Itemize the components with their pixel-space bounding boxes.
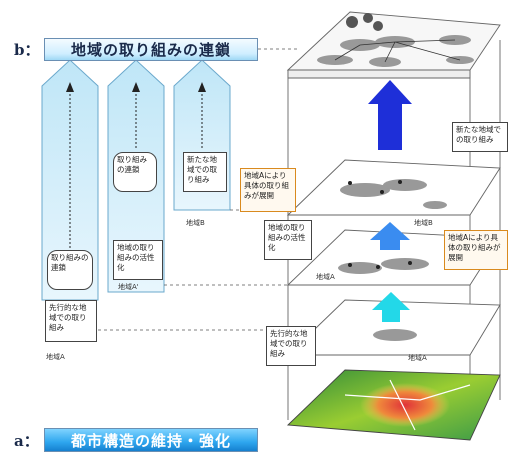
top-banner-title: 地域の取り組みの連鎖: [70, 41, 231, 59]
middle-layer-regions: [338, 258, 429, 274]
col3-note: 新たな地域での取り組み: [183, 152, 227, 192]
note-middle-left: 地域の取り組みの活性化: [264, 220, 312, 260]
label-region-a-mid: 地域A: [316, 273, 335, 281]
label-region-b: 地域B: [414, 219, 433, 227]
col1-label: 地域A: [46, 353, 65, 361]
top-network: [317, 13, 474, 67]
label-region-a-low: 地域A: [408, 354, 427, 362]
lower-layer-region: [373, 329, 417, 341]
col2-progress-note: 取り組みの連鎖: [113, 152, 157, 192]
left-column-1: [41, 59, 99, 301]
top-banner-mark: b：: [14, 41, 40, 59]
bottom-banner-title: 都市構造の維持・強化: [70, 431, 231, 450]
col2-activity-note: 地域の取り組みの活性化: [113, 240, 163, 280]
arrow-low: [372, 292, 410, 322]
note-upper-right: 新たな地域での取り組み: [452, 122, 508, 152]
note-bottom-left: 先行的な地域での取り組み: [266, 326, 316, 366]
note-middle-right: 地域Aにより具体の取り組みが展開: [444, 230, 508, 270]
note-upper-left: 地域Aにより具体の取り組みが展開: [240, 168, 296, 212]
upper-layer-regions: [340, 179, 447, 209]
col2-label: 地域A': [118, 283, 139, 291]
col1-progress-note: 取り組みの連鎖: [47, 250, 93, 290]
arrow-mid: [370, 222, 410, 250]
col1-start-note: 先行的な地域での取り組み: [45, 300, 97, 342]
bottom-banner: 都市構造の維持・強化: [44, 428, 258, 452]
arrow-top: [368, 80, 412, 150]
bottom-banner-mark: a：: [14, 432, 39, 450]
col3-label: 地域B: [186, 219, 205, 227]
top-banner: 地域の取り組みの連鎖: [44, 38, 258, 61]
